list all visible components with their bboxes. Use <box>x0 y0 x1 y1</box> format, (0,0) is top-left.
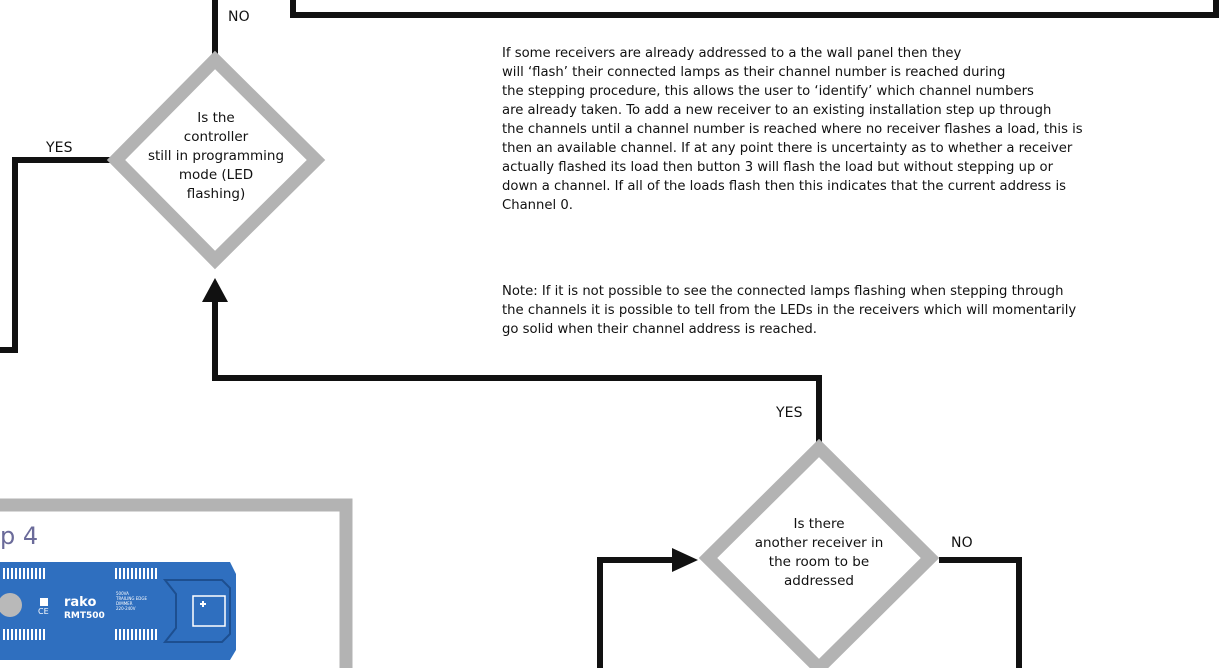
step-label: p 4 <box>0 522 38 550</box>
rako-device-image: CE rako RMT500 500VA TRAILING EDGE DIMME… <box>0 562 236 662</box>
explanation-paragraph: If some receivers are already addressed … <box>502 44 1083 215</box>
decision1-text: Is the controller still in programming m… <box>126 109 306 204</box>
note-paragraph: Note: If it is not possible to see the c… <box>502 282 1076 339</box>
label-no-top: NO <box>228 8 250 27</box>
label-no-right: NO <box>951 534 973 553</box>
arrowhead-up <box>202 278 228 302</box>
svg-text:RMT500: RMT500 <box>64 611 105 621</box>
svg-text:rako: rako <box>64 595 96 610</box>
label-yes-left: YES <box>46 139 73 158</box>
connector-no-right <box>939 560 1019 668</box>
svg-text:220-240V: 220-240V <box>116 606 136 611</box>
connector-yes-left <box>0 160 116 350</box>
decision2-text: Is there another receiver in the room to… <box>729 515 909 591</box>
svg-text:CE: CE <box>38 607 49 616</box>
top-process-box <box>293 0 1216 15</box>
label-yes-mid: YES <box>776 404 803 423</box>
connector-left-into-decision2 <box>600 560 676 668</box>
arrowhead-right <box>672 548 698 572</box>
